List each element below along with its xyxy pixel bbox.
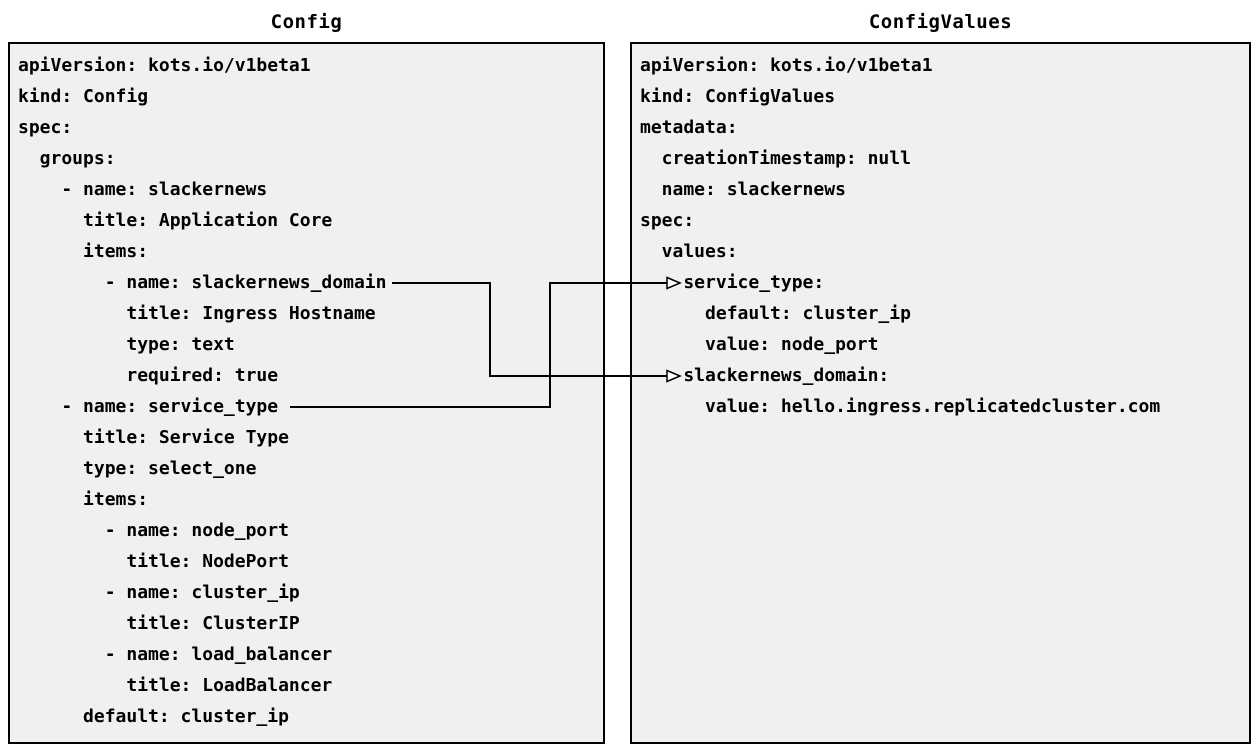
config-panel-title: Config [270, 11, 343, 33]
config-yaml-panel: apiVersion: kots.io/v1beta1 kind: Config… [8, 42, 605, 744]
configvalues-panel-title: ConfigValues [868, 11, 1013, 33]
configvalues-yaml-panel: apiVersion: kots.io/v1beta1 kind: Config… [630, 42, 1251, 744]
